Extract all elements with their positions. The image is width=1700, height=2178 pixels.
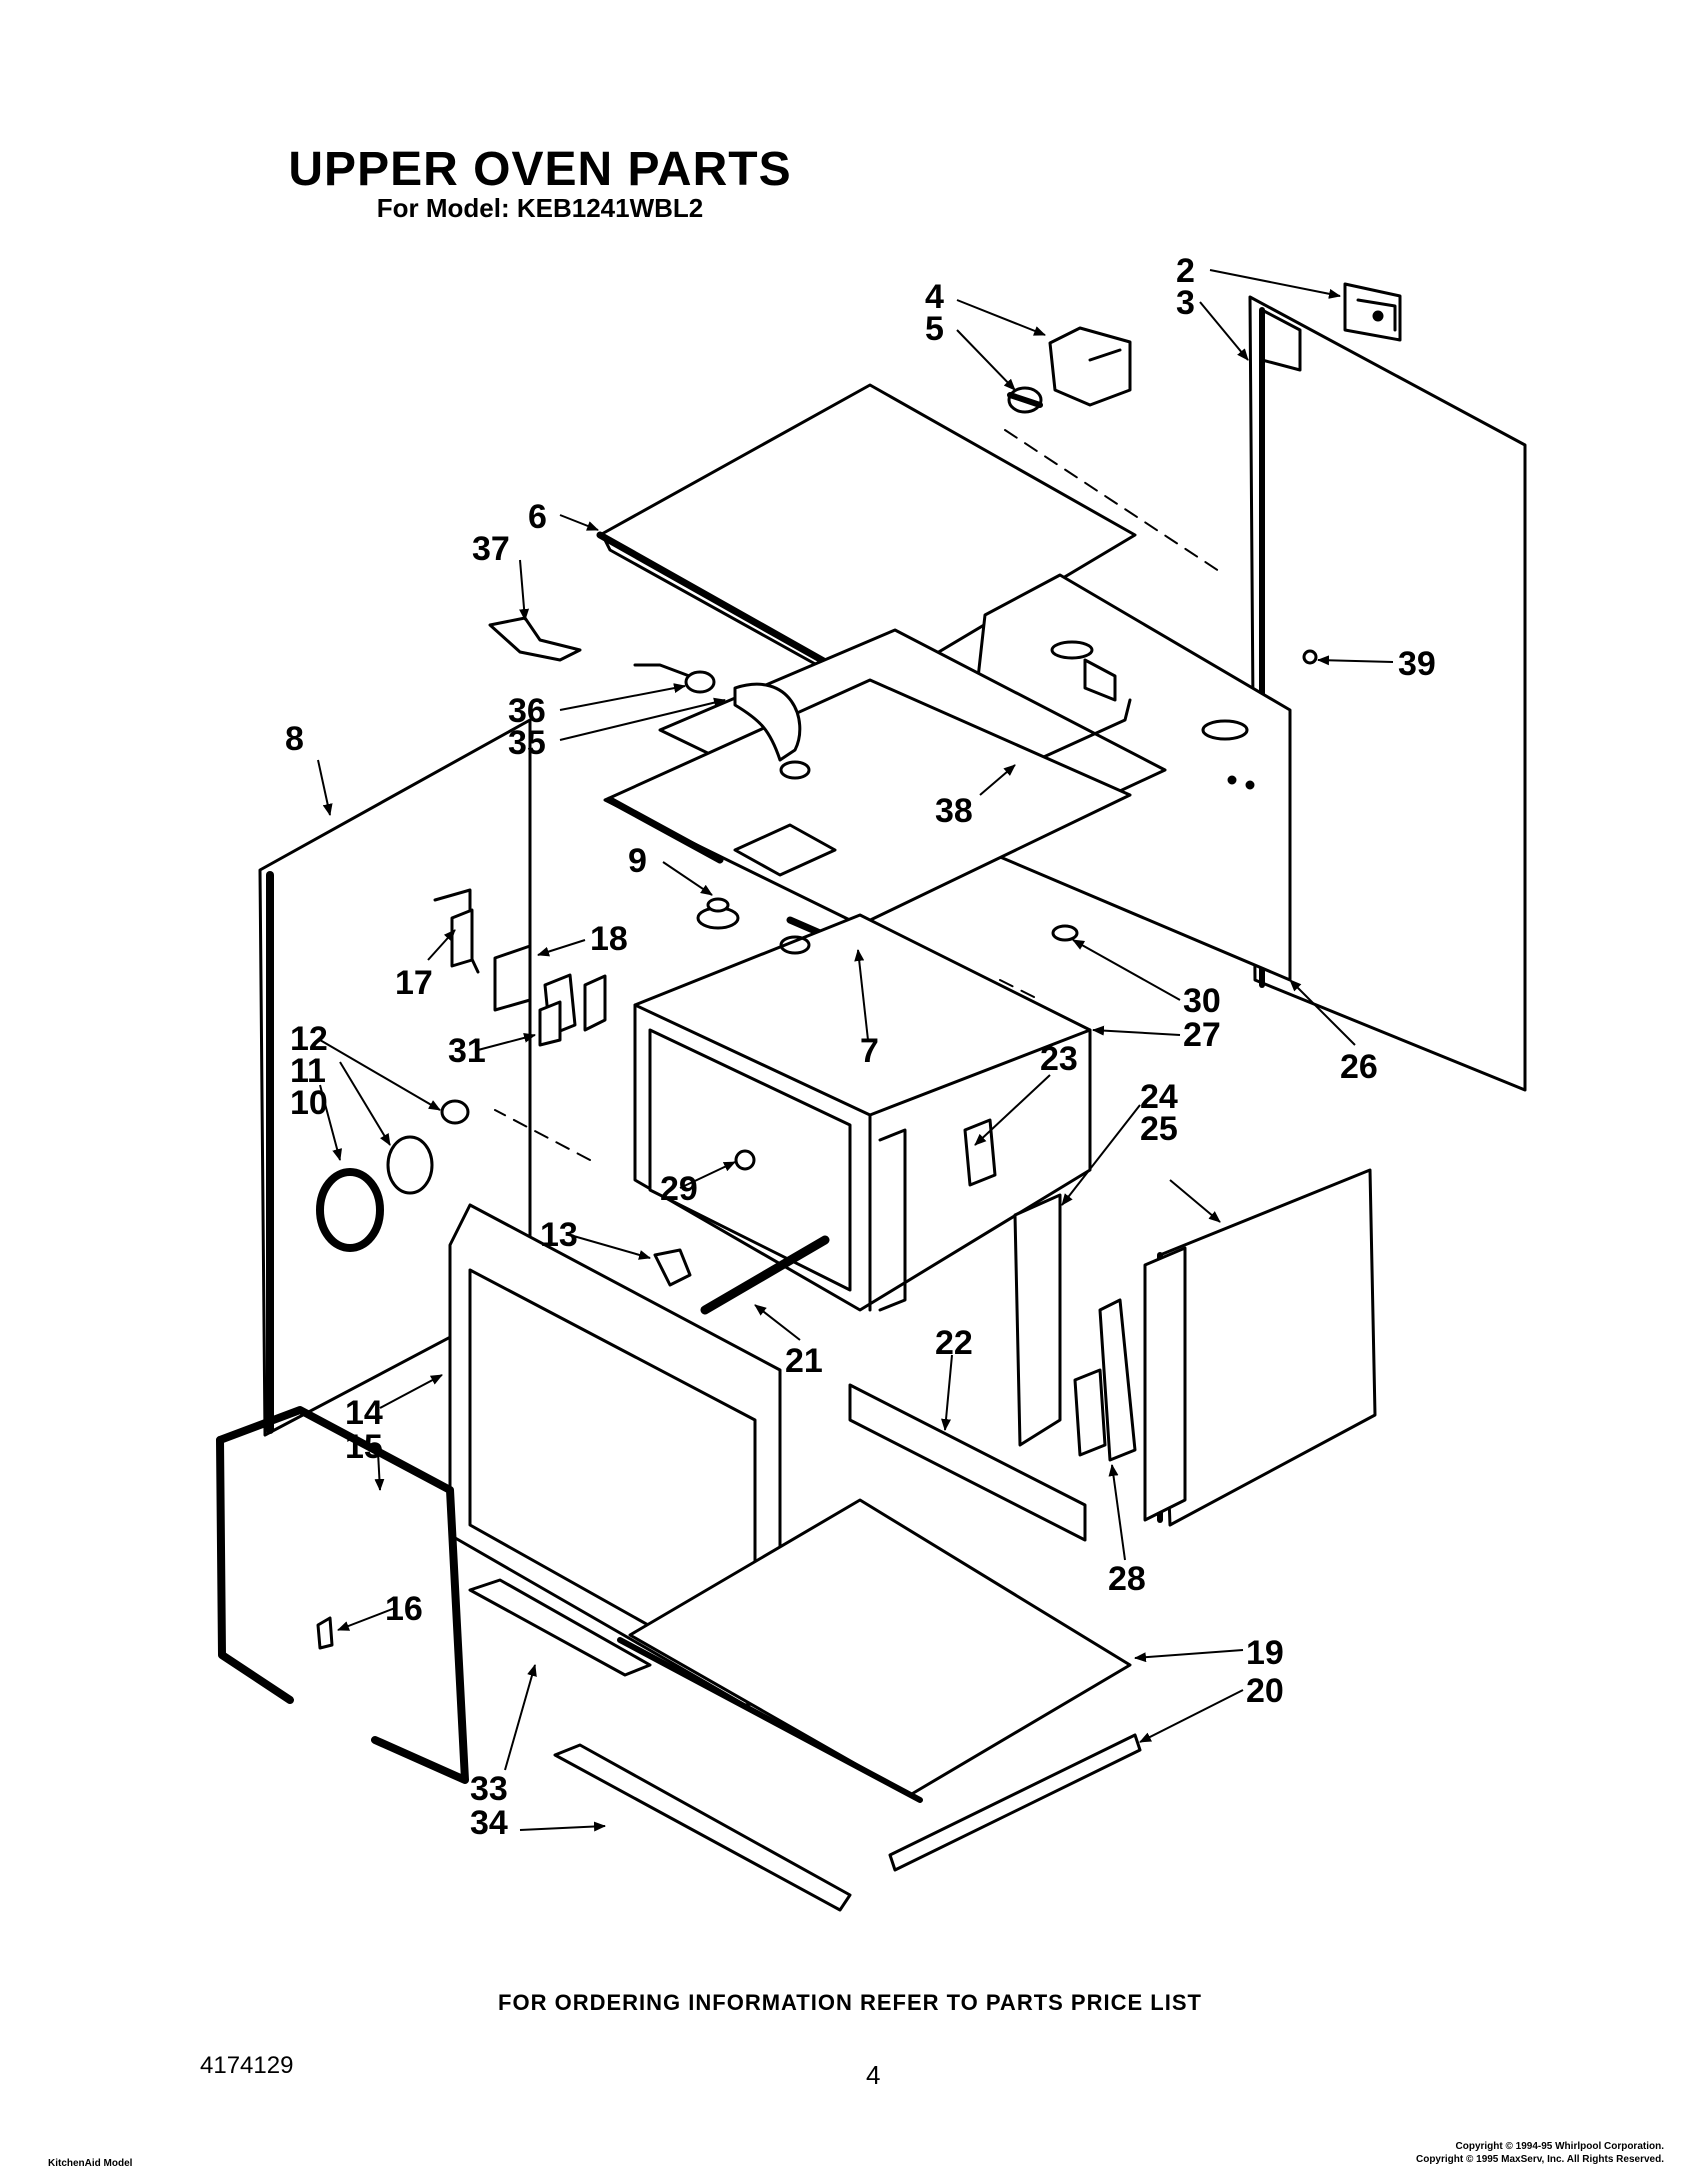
part-2-bracket (1343, 282, 1402, 342)
part-19-bottom-panel (617, 1498, 1132, 1803)
callout-4: 4 (925, 278, 944, 316)
callout-28: 28 (1108, 1560, 1146, 1598)
callout-39: 39 (1398, 645, 1436, 683)
callout-29: 29 (660, 1170, 698, 1208)
document-number: 4174129 (200, 2052, 294, 2079)
callout-20: 20 (1246, 1672, 1284, 1710)
callout-16: 16 (385, 1590, 423, 1628)
part-10-11-12-light (316, 1099, 470, 1252)
callout-17: 17 (395, 964, 433, 1002)
callout-34: 34 (470, 1804, 508, 1842)
part-34-trim (553, 1743, 852, 1912)
callout-15: 15 (345, 1428, 383, 1466)
part-33-vent (468, 1578, 652, 1677)
part-24-bracket (1013, 1193, 1062, 1447)
part-17-bracket (450, 908, 474, 968)
callout-30: 30 (1183, 982, 1221, 1020)
part-31-clip (538, 1000, 562, 1047)
callout-9: 9 (628, 842, 647, 880)
part-9-sensor (696, 897, 740, 930)
callout-36: 36 (508, 692, 546, 730)
page-number: 4 (866, 2060, 881, 2090)
callout-13: 13 (540, 1216, 578, 1254)
callout-3: 3 (1176, 284, 1195, 322)
part-16-clip (316, 1616, 334, 1650)
callout-14: 14 (345, 1394, 383, 1432)
part-39-screw (1302, 649, 1318, 665)
part-21-element (700, 1235, 830, 1315)
callout-24: 24 (1140, 1078, 1178, 1116)
part-37-clip (488, 616, 582, 662)
ordering-info: FOR ORDERING INFORMATION REFER TO PARTS … (498, 1990, 1202, 2015)
callout-23: 23 (1040, 1040, 1078, 1078)
callout-26: 26 (1340, 1048, 1378, 1086)
callout-31: 31 (448, 1032, 486, 1070)
callout-27: 27 (1183, 1016, 1221, 1054)
callout-33: 33 (470, 1770, 508, 1808)
callout-12: 12 (290, 1020, 328, 1058)
callout-19: 19 (1246, 1634, 1284, 1672)
callout-25: 25 (1140, 1110, 1178, 1148)
copyright-line-2: Copyright © 1995 MaxServ, Inc. All Right… (1415, 2154, 1664, 2165)
callout-37: 37 (472, 530, 510, 568)
copyright-line-1: Copyright © 1994-95 Whirlpool Corporatio… (1455, 2141, 1665, 2152)
part-25-side-panel (1143, 1168, 1377, 1527)
callout-21: 21 (785, 1342, 823, 1380)
callout-2: 2 (1176, 252, 1195, 290)
callout-22: 22 (935, 1324, 973, 1362)
callout-5: 5 (925, 310, 944, 348)
part-27-oven-cavity (633, 913, 1092, 1312)
part-20-trim (888, 1733, 1142, 1872)
callout-18: 18 (590, 920, 628, 958)
part-15-gasket (216, 1406, 469, 1784)
part-28-hinge (1073, 1298, 1137, 1462)
callout-10: 10 (290, 1084, 328, 1122)
part-35-36-element (633, 663, 811, 780)
model-subtitle: For Model: KEB1241WBL2 (376, 193, 704, 223)
model-note: KitchenAid Model (48, 2158, 133, 2169)
page-title: UPPER OVEN PARTS (288, 143, 792, 196)
callout-11: 11 (290, 1052, 326, 1090)
part-22-rail (848, 1383, 1087, 1542)
callout-35: 35 (508, 724, 546, 762)
part-30-plug (1051, 924, 1079, 942)
part-13-latch (653, 1248, 692, 1287)
callout-8: 8 (285, 720, 304, 758)
callout-6: 6 (528, 498, 547, 536)
part-4-5-bracket (1007, 326, 1132, 414)
copyright: Copyright © 1994-95 Whirlpool Corporatio… (1416, 2140, 1664, 2166)
callout-38: 38 (935, 792, 973, 830)
callout-7: 7 (860, 1032, 879, 1070)
